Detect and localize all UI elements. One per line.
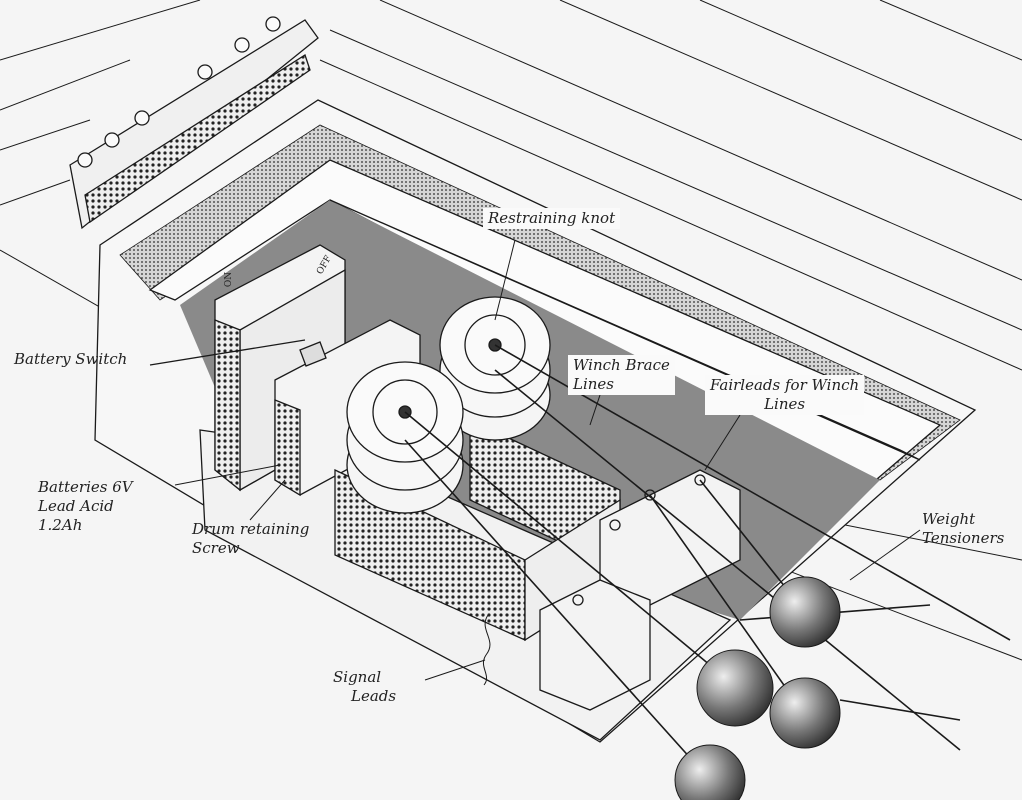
battery-on-marking: ON bbox=[224, 271, 235, 288]
battery-switch bbox=[149, 339, 327, 367]
label-line: Leads bbox=[351, 687, 397, 705]
panel-knobs bbox=[77, 16, 281, 168]
label-battery-switch: Battery Switch bbox=[14, 350, 128, 368]
label-line: Tensioners bbox=[922, 529, 1005, 547]
label-line: Weight bbox=[922, 510, 976, 528]
label-weight-tensioners: Weight Tensioners bbox=[922, 510, 1004, 548]
label-line: Screw bbox=[192, 539, 240, 557]
label-line: Drum retaining bbox=[192, 520, 310, 538]
label-line: Signal bbox=[333, 668, 382, 686]
batteries bbox=[214, 244, 421, 497]
label-signal-leads: Signal Leads bbox=[333, 668, 396, 706]
label-winch-brace-lines: Winch Brace Lines bbox=[568, 355, 675, 395]
leader-lines bbox=[174, 239, 921, 686]
motor-housing bbox=[539, 579, 651, 711]
label-fairleads: Fairleads for Winch Lines bbox=[705, 375, 865, 415]
label-line: 1.2Ah bbox=[38, 516, 83, 534]
label-restraining-knot: Restraining knot bbox=[483, 208, 621, 229]
label-line: Lead Acid bbox=[38, 497, 114, 515]
label-line: Fairleads for Winch bbox=[710, 376, 860, 394]
label-line: Lines bbox=[764, 395, 806, 413]
winch-drum-front bbox=[346, 361, 464, 514]
label-line: Winch Brace bbox=[573, 356, 670, 374]
label-line: Batteries 6V bbox=[38, 478, 133, 496]
tensioner-weights bbox=[674, 576, 841, 800]
label-drum-retaining-screw: Drum retaining Screw bbox=[192, 520, 309, 558]
label-line: Lines bbox=[573, 375, 614, 393]
label-batteries: Batteries 6V Lead Acid 1.2Ah bbox=[38, 478, 133, 535]
